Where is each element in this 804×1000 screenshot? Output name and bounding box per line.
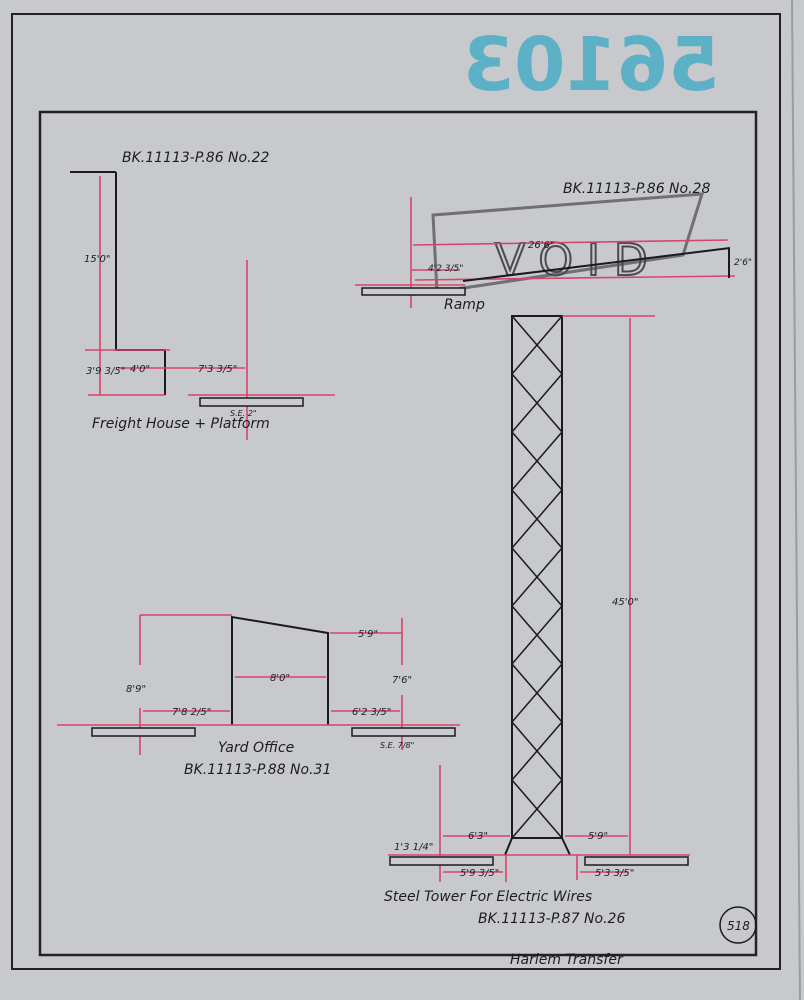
steel-tower-reference: BK.11113-P.87 No.26 (478, 911, 625, 927)
dim-width: 8'0" (270, 673, 290, 684)
dim-offset: 7'3 3/5" (198, 364, 237, 375)
void-box (431, 192, 705, 294)
inner-border (38, 110, 758, 957)
steel-tower-diagram: 45'0" 6'3" 5'9" 1'3 1/4" 5'9 3/5" 5'3 3/… (384, 315, 690, 927)
yard-office-reference: BK.11113-P.88 No.31 (184, 762, 331, 778)
yard-office-title: Yard Office (218, 740, 294, 756)
tower-lattice-brace (511, 547, 563, 607)
tower-lattice-brace (511, 315, 563, 375)
rail-label: S.E. 2" (230, 409, 257, 418)
dim-left-offset: 5'9 3/5" (460, 868, 499, 879)
ramp-reference: BK.11113-P.86 No.28 (563, 181, 710, 197)
dim-rise: 2'6" (734, 258, 752, 268)
dim-right-height: 7'6" (392, 675, 412, 686)
dim-length: 26'6" (528, 240, 554, 251)
tower-lattice-brace (511, 373, 563, 433)
freight-house-reference: BK.11113-P.86 No.22 (122, 150, 269, 166)
tower-lattice-brace (511, 431, 563, 491)
yard-office-diagram: 8'9" 8'0" 5'9" 7'6" 7'8 2/5" 6'2 3/5" S.… (57, 614, 460, 778)
dim-right-offset: 6'2 3/5" (352, 707, 391, 718)
ramp-diagram: BK.11113-P.86 No.28 VOID 26'6" 4'2 3/5" … (355, 181, 752, 313)
dim-left-offset: 7'8 2/5" (172, 707, 211, 718)
dim-rise: 1'3 1/4" (394, 842, 433, 853)
dim-right-overhang: 5'9" (358, 629, 378, 640)
rail-label: S.E. 7/8" (380, 741, 414, 750)
dim-right-base: 5'9" (588, 831, 608, 842)
tower-lattice-brace (511, 489, 563, 549)
stamp-number: 56103 (463, 22, 720, 108)
freight-house-title: Freight House + Platform (92, 416, 270, 432)
dim-left-base: 6'3" (468, 831, 488, 842)
sheet-number-circle (719, 906, 757, 944)
dim-floor: 4'0" (130, 364, 150, 375)
tower-lattice-brace (511, 663, 563, 723)
freight-house-diagram: BK.11113-P.86 No.22 15'0" 3'9 3/5" 4'0" … (70, 150, 335, 440)
dim-offset: 4'2 3/5" (428, 264, 463, 274)
sheet-edge (791, 0, 801, 1000)
ramp-title: Ramp (444, 297, 485, 313)
dim-step: 3'9 3/5" (86, 366, 125, 377)
outer-border (11, 13, 781, 970)
dim-right-offset: 5'3 3/5" (595, 868, 634, 879)
tower-lattice-brace (511, 721, 563, 781)
dim-height: 45'0" (612, 597, 638, 608)
tower-lattice-brace (511, 779, 563, 839)
dim-height: 15'0" (84, 254, 110, 265)
footer-title: Harlem Transfer (510, 952, 624, 968)
sheet-number: 518 (727, 919, 750, 933)
tower-lattice-brace (511, 605, 563, 665)
dim-left-height: 8'9" (126, 684, 146, 695)
steel-tower-title: Steel Tower For Electric Wires (384, 889, 592, 905)
